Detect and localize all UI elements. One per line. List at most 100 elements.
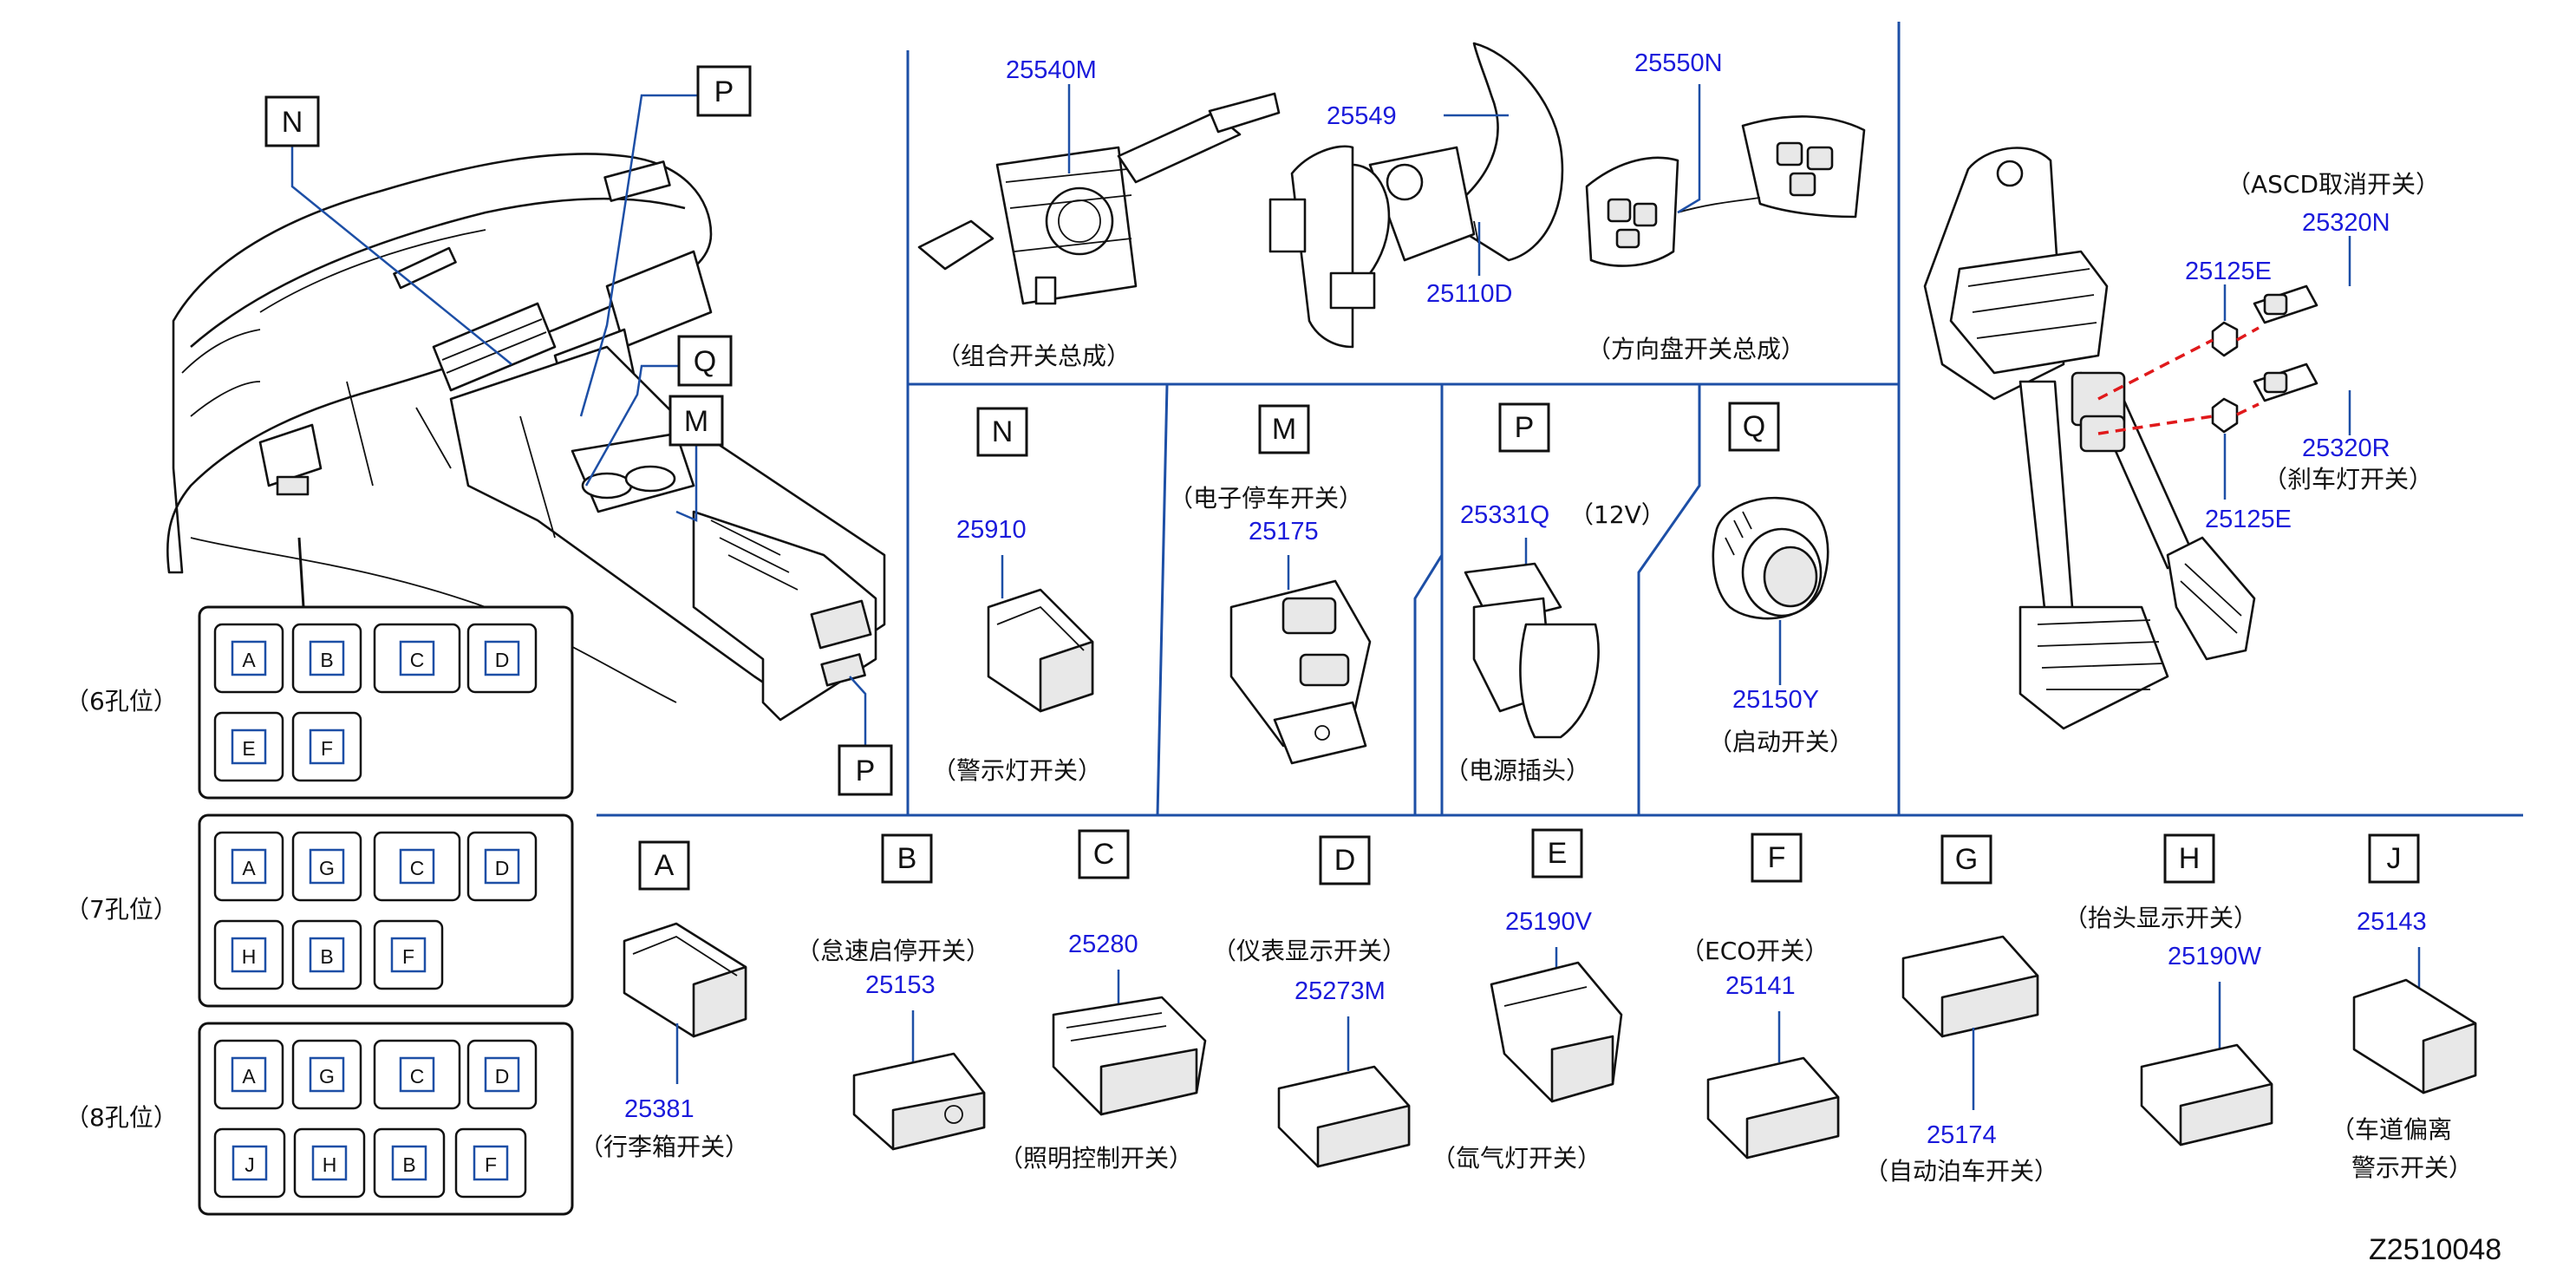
part-number-25174: 25174 [1927,1121,1997,1149]
ldw-caption-line1: （车道偏离 [2331,1115,2452,1144]
switch-slot-a: A [213,623,284,694]
epb-caption: （电子停车开关） [1169,484,1363,513]
start-switch-illustration [1712,496,1829,620]
svg-text:N: N [282,106,303,139]
switch-slot-d: D [466,831,538,902]
part-number-25549: 25549 [1327,102,1397,130]
svg-text:F: F [485,1153,497,1176]
svg-text:A: A [242,857,256,879]
paddle-shifter-illustration [1268,42,1564,349]
hazard-caption: （警示灯开关） [932,756,1102,785]
part-number-25150Y: 25150Y [1732,686,1819,714]
part-number-25190V: 25190V [1505,908,1593,936]
switch-slot-h: H [213,919,284,990]
switch-panel-group-label: （7孔位） [65,895,178,924]
part-number-25190W: 25190W [2168,943,2262,970]
callout-Q-top: Q [677,335,733,387]
switch-slot-g: G [291,831,362,902]
dashboard-leaders [290,94,867,748]
svg-text:M: M [1272,413,1296,446]
part-number-25143: 25143 [2357,908,2427,936]
svg-text:F: F [321,737,333,760]
switch-slot-b: B [291,919,362,990]
svg-text:B: B [320,945,333,968]
trunk-caption: （行李箱开关） [579,1133,749,1161]
dashboard-illustration [166,153,886,722]
part-number-25381: 25381 [624,1095,695,1123]
callout-D: D [1319,835,1371,885]
svg-text:M: M [684,405,708,438]
switch-slot-c: C [373,831,461,902]
power-socket-caption: （电源插头） [1445,756,1590,785]
v12-caption: （12V） [1569,500,1666,529]
meter-switch-illustration [1277,1065,1411,1168]
switch-slot-f: F [291,711,362,782]
svg-text:Q: Q [1743,410,1765,443]
svg-text:A: A [242,1065,256,1088]
part-number-25125E-top: 25125E [2185,258,2272,285]
idle-stop-switch-illustration [852,1052,986,1151]
pedal-assembly-illustration [1923,147,2256,730]
wheel-switch-illustration [1585,115,1866,267]
lighting-caption: （照明控制开关） [999,1144,1193,1173]
auto-park-switch-illustration [1901,935,2039,1038]
trunk-switch-illustration [623,922,747,1038]
svg-text:H: H [2179,842,2201,875]
callout-B: B [881,833,933,884]
svg-text:F: F [402,945,414,968]
switch-slot-d: D [466,1039,538,1110]
combination-switch-illustration [917,92,1281,305]
auto-park-caption: （自动泊车开关） [1864,1157,2058,1186]
svg-text:A: A [655,849,675,882]
callout-F: F [1751,833,1803,883]
pedal-leaders [2223,236,2351,500]
part-number-25175: 25175 [1249,518,1319,546]
asc-cancel-caption: （ASCD取消开关） [2227,170,2440,199]
svg-text:G: G [319,857,335,879]
ldw-switch-illustration [2352,978,2477,1094]
svg-text:E: E [1548,837,1568,870]
callout-N: N [976,407,1028,457]
svg-text:H: H [323,1153,337,1176]
switch-slot-b: B [291,623,362,694]
switch-slot-c: C [373,623,461,694]
switch-panel-group-label: （6孔位） [65,687,178,715]
epb-switch-illustration [1229,579,1372,765]
xenon-switch-illustration [1490,961,1623,1103]
svg-text:G: G [319,1065,335,1088]
part-number-25273M: 25273M [1295,977,1386,1005]
svg-text:G: G [1955,843,1978,876]
svg-text:N: N [992,415,1014,448]
switch-slot-f: F [373,919,444,990]
lighting-switch-illustration [1052,996,1207,1116]
part-number-25153: 25153 [865,971,936,999]
switch-slot-d: D [466,623,538,694]
eco-switch-illustration [1706,1056,1840,1160]
callout-Q: Q [1728,402,1780,452]
switch-slot-c: C [373,1039,461,1110]
svg-text:J: J [245,1153,255,1176]
switch-panel-group: （7孔位） A G C D H B F [65,813,574,1008]
brake-switch-parts [2097,284,2318,435]
callout-G: G [1940,834,1992,885]
brake-lamp-caption: （刹车灯开关） [2263,465,2433,493]
hud-caption: （抬头显示开关） [2064,904,2258,932]
wheel-switch-caption: （方向盘开关总成） [1587,335,1805,363]
top-leaders [1067,84,1701,276]
svg-text:D: D [495,1065,510,1088]
part-number-25141: 25141 [1725,972,1796,1000]
svg-text:J: J [2387,842,2402,875]
svg-text:D: D [1334,844,1356,877]
part-number-25280: 25280 [1068,931,1138,958]
switch-slot-h: H [293,1127,366,1199]
callout-A: A [638,840,690,891]
power-socket-illustration [1464,562,1600,739]
svg-text:E: E [242,737,255,760]
switch-slot-j: J [213,1127,286,1199]
hud-switch-illustration [2140,1043,2273,1147]
svg-text:H: H [242,945,257,968]
callout-P: P [1498,402,1550,453]
svg-text:D: D [495,857,510,879]
